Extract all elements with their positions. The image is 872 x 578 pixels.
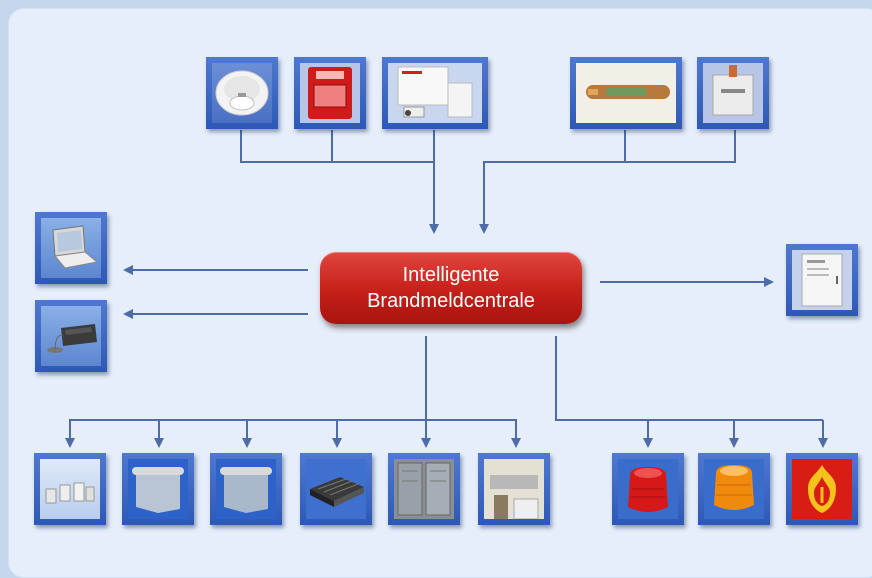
beam-detector-tile (697, 57, 769, 129)
smoke-screen-icon (220, 467, 272, 513)
fire-alarm-control-panel: Intelligente Brandmeldcentrale (320, 252, 582, 324)
repeater-panel-icon (801, 253, 843, 307)
arrow-to-centrale-right (479, 161, 625, 234)
door-holders-tile (34, 453, 106, 525)
duct-damper-tile (478, 453, 550, 525)
fire-brigade-tile (786, 453, 858, 525)
duct-damper-icon (484, 459, 544, 519)
ventilation-grille-tile (300, 453, 372, 525)
centrale-line1: Intelligente (402, 264, 500, 286)
alarm-bus (555, 336, 823, 421)
linear-heat-cable-tile (570, 57, 682, 129)
manual-call-point-tile (294, 57, 366, 129)
red-sounder-tile (612, 453, 684, 525)
laptop-tile (35, 212, 107, 284)
fire-door-icon (397, 462, 451, 516)
beam-detector-icon (712, 65, 754, 116)
fire-shutter-tile (122, 453, 194, 525)
linear-heat-cable-icon (576, 63, 676, 123)
red-sounder-icon (628, 467, 668, 512)
repeater-panel-tile (786, 244, 858, 316)
laptop-icon (52, 225, 99, 269)
fire-door-tile (388, 453, 460, 525)
smoke-detector-tile (206, 57, 278, 129)
orange-beacon-tile (698, 453, 770, 525)
control-panel-devices-icon (397, 66, 473, 118)
installations-bus (69, 419, 517, 446)
orange-beacon-icon (714, 465, 754, 510)
input-bus-right (624, 130, 736, 163)
ventilation-grille-icon (310, 477, 364, 507)
telephone-dialer-tile (35, 300, 107, 372)
telephone-dialer-icon (47, 324, 97, 353)
connection-lines (65, 130, 828, 448)
centrale-line2: Brandmeldcentrale (367, 290, 535, 312)
manual-call-point-icon (308, 67, 352, 119)
smoke-detector-icon (215, 70, 269, 116)
input-bus-left (240, 130, 434, 163)
fire-shutter-icon (132, 467, 184, 513)
fire-brigade-icon (808, 465, 836, 513)
smoke-screen-tile (210, 453, 282, 525)
control-panel-devices-tile (382, 57, 488, 129)
door-holders-icon (45, 482, 95, 504)
